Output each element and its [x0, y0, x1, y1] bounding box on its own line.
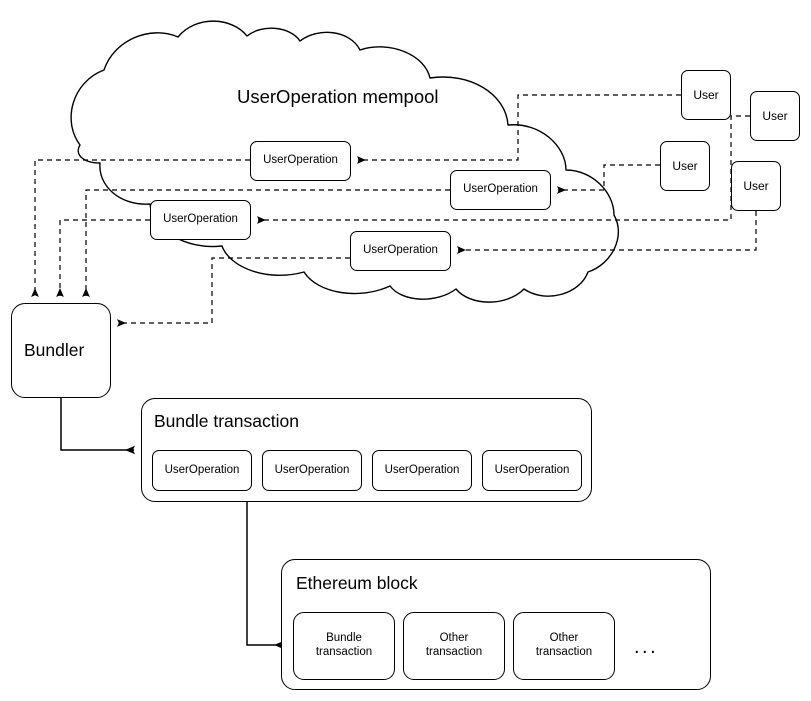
block-more-ellipsis: ... [634, 636, 659, 658]
block-tx-bundle[interactable]: Bundle transaction [293, 612, 395, 680]
bundle-userop-1-label: UserOperation [164, 463, 240, 476]
user-node-1[interactable]: User [681, 70, 731, 120]
bundle-userop-4[interactable]: UserOperation [482, 450, 582, 491]
mempool-userop-4[interactable]: UserOperation [350, 231, 451, 271]
block-tx-other-2-line1: Other [549, 632, 579, 645]
user-node-2[interactable]: User [750, 91, 800, 141]
user-node-4-label: User [743, 178, 769, 193]
block-tx-other-2-line2: transaction [535, 646, 593, 658]
bundle-userop-2[interactable]: UserOperation [262, 450, 362, 491]
bundle-userop-3-label: UserOperation [384, 463, 460, 476]
bundler-node[interactable]: Bundler [11, 303, 111, 398]
block-tx-bundle-line1: Bundle [326, 632, 362, 645]
user-node-1-label: User [693, 87, 719, 102]
mempool-userop-1-label: UserOperation [263, 154, 338, 167]
bundler-label: Bundler [24, 340, 85, 361]
mempool-userop-3-label: UserOperation [163, 213, 238, 226]
mempool-userop-1[interactable]: UserOperation [250, 141, 351, 181]
mempool-userop-2-label: UserOperation [463, 183, 538, 196]
user-node-3[interactable]: User [660, 141, 710, 191]
user-node-2-label: User [762, 108, 788, 123]
mempool-userop-3[interactable]: UserOperation [150, 200, 251, 240]
mempool-userop-2[interactable]: UserOperation [450, 170, 551, 210]
user-node-3-label: User [672, 158, 698, 173]
connector-user4-to-userop4 [457, 211, 757, 254]
bundle-transaction-container[interactable]: Bundle transaction UserOperation UserOpe… [141, 398, 592, 502]
connector-userop4-to-bundler [117, 257, 350, 327]
bundle-transaction-title: Bundle transaction [154, 411, 299, 431]
bundle-userop-2-label: UserOperation [274, 463, 350, 476]
connector-userop3-to-bundler [56, 219, 150, 297]
connector-bundler-to-bundle-transaction [60, 398, 135, 455]
ethereum-block-container[interactable]: Ethereum block Bundle transaction Other … [281, 559, 711, 690]
mempool-title: UserOperation mempool [237, 86, 439, 107]
bundle-userop-1[interactable]: UserOperation [152, 450, 252, 491]
block-tx-other-2[interactable]: Other transaction [513, 612, 615, 680]
bundle-userop-4-label: UserOperation [494, 463, 570, 476]
connector-bundle-transaction-to-block [246, 502, 284, 650]
block-tx-other-1-line2: transaction [425, 646, 483, 658]
mempool-userop-4-label: UserOperation [363, 244, 438, 257]
block-tx-other-1[interactable]: Other transaction [403, 612, 505, 680]
block-tx-bundle-line2: transaction [315, 646, 373, 658]
user-node-4[interactable]: User [731, 161, 781, 211]
ethereum-block-title: Ethereum block [296, 573, 418, 593]
bundle-userop-3[interactable]: UserOperation [372, 450, 472, 491]
block-tx-other-1-line1: Other [439, 632, 469, 645]
connector-user3-to-userop2 [557, 164, 660, 194]
